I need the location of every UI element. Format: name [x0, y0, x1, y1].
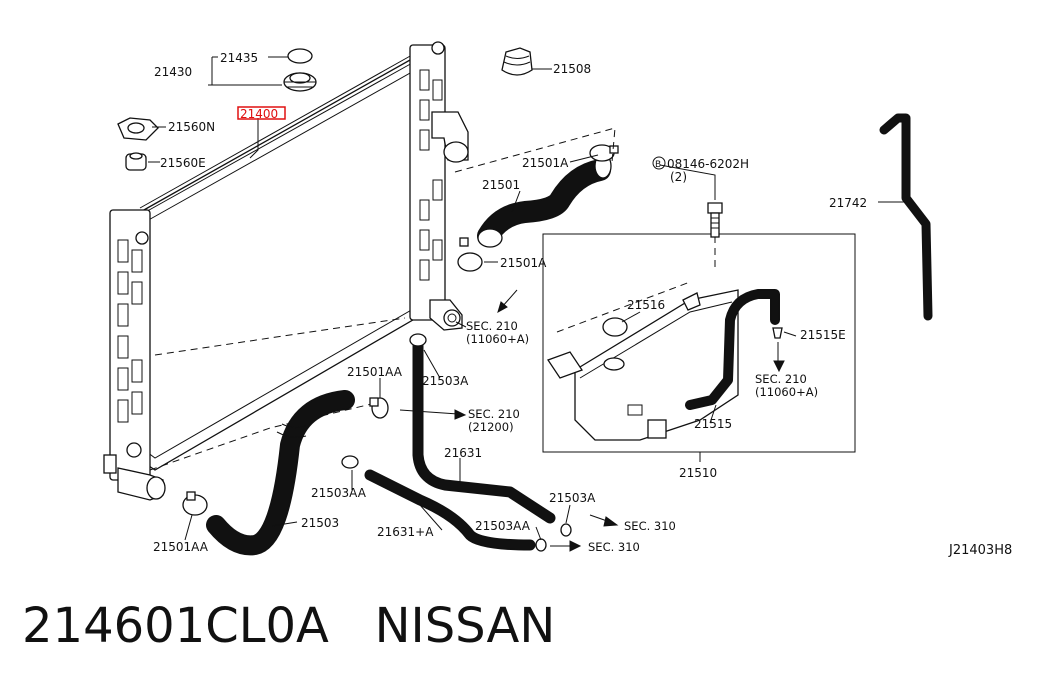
label-sec210-b1: SEC. 210	[755, 372, 807, 386]
bushing-21508	[501, 47, 533, 76]
reservoir-group-box	[542, 233, 856, 453]
diagram-code: J21403H8	[949, 543, 1013, 558]
label-sec210-b2: (11060+A)	[755, 385, 818, 399]
leader-lines	[148, 56, 906, 541]
label-21501A-top: 21501A	[522, 156, 569, 170]
label-21631A: 21631+A	[377, 525, 434, 539]
label-21560E: 21560E	[160, 156, 206, 170]
clamp-21501A-top	[589, 144, 619, 162]
bushing-21560E	[125, 152, 147, 171]
label-21516: 21516	[627, 298, 665, 312]
label-21742: 21742	[829, 196, 867, 210]
label-21430: 21430	[154, 65, 192, 79]
seal-21435	[287, 48, 313, 64]
clamp-21501A-mid	[457, 237, 483, 272]
clamp-21503AA-b	[535, 538, 547, 552]
bolt-marker-circle	[652, 156, 666, 170]
hose-21631	[409, 333, 556, 524]
label-bolt: 08146-6202H	[667, 157, 749, 171]
label-21515E: 21515E	[800, 328, 846, 342]
clamp-21503AA-a	[341, 455, 359, 469]
label-21501: 21501	[482, 178, 520, 192]
lower-hose-21503	[206, 390, 355, 556]
clamp-21501AA-b	[182, 491, 208, 516]
label-sec210-c2: (21200)	[468, 420, 514, 434]
label-21503A-a: 21503A	[422, 374, 469, 388]
clamp-21503A-b	[560, 523, 572, 537]
hose-21742	[879, 113, 933, 321]
label-21510: 21510	[679, 466, 717, 480]
bolt-marker: B	[655, 160, 661, 170]
clip-21515E	[772, 327, 783, 339]
label-21560N: 21560N	[168, 120, 215, 134]
reservoir-cap-21516	[602, 317, 628, 371]
label-21503A-b: 21503A	[549, 491, 596, 505]
label-21501AA-b: 21501AA	[153, 540, 209, 554]
label-sec310-a: SEC. 310	[624, 519, 676, 533]
clamp-21501AA-a	[369, 397, 389, 419]
bolt-08146-6202H	[707, 202, 723, 238]
label-21400: 21400	[240, 107, 278, 121]
label-bolt-qty: (2)	[670, 170, 687, 184]
label-21501A-mid: 21501A	[500, 256, 547, 270]
radiator-cap-21430	[283, 72, 317, 92]
upper-hose-21501	[477, 153, 612, 248]
reservoir-hose-21515	[685, 289, 780, 410]
label-sec310-b: SEC. 310	[588, 540, 640, 554]
arrows	[399, 289, 785, 552]
label-sec210-a2: (11060+A)	[466, 332, 529, 346]
label-sec210-c1: SEC. 210	[468, 407, 520, 421]
label-21435: 21435	[220, 51, 258, 65]
label-21515: 21515	[694, 417, 732, 431]
radiator-assembly	[103, 41, 469, 501]
label-21503AA-a: 21503AA	[311, 486, 367, 500]
label-21503: 21503	[301, 516, 339, 530]
label-21503AA-b: 21503AA	[475, 519, 531, 533]
mount-21560N	[117, 117, 159, 141]
label-21501AA-a: 21501AA	[347, 365, 403, 379]
label-21631: 21631	[444, 446, 482, 460]
hose-21631A	[364, 469, 536, 551]
part-number-caption: 214601CL0A NISSAN	[22, 598, 556, 654]
label-21508: 21508	[553, 62, 591, 76]
label-sec210-a1: SEC. 210	[466, 319, 518, 333]
highlight-box-21400	[237, 106, 286, 120]
